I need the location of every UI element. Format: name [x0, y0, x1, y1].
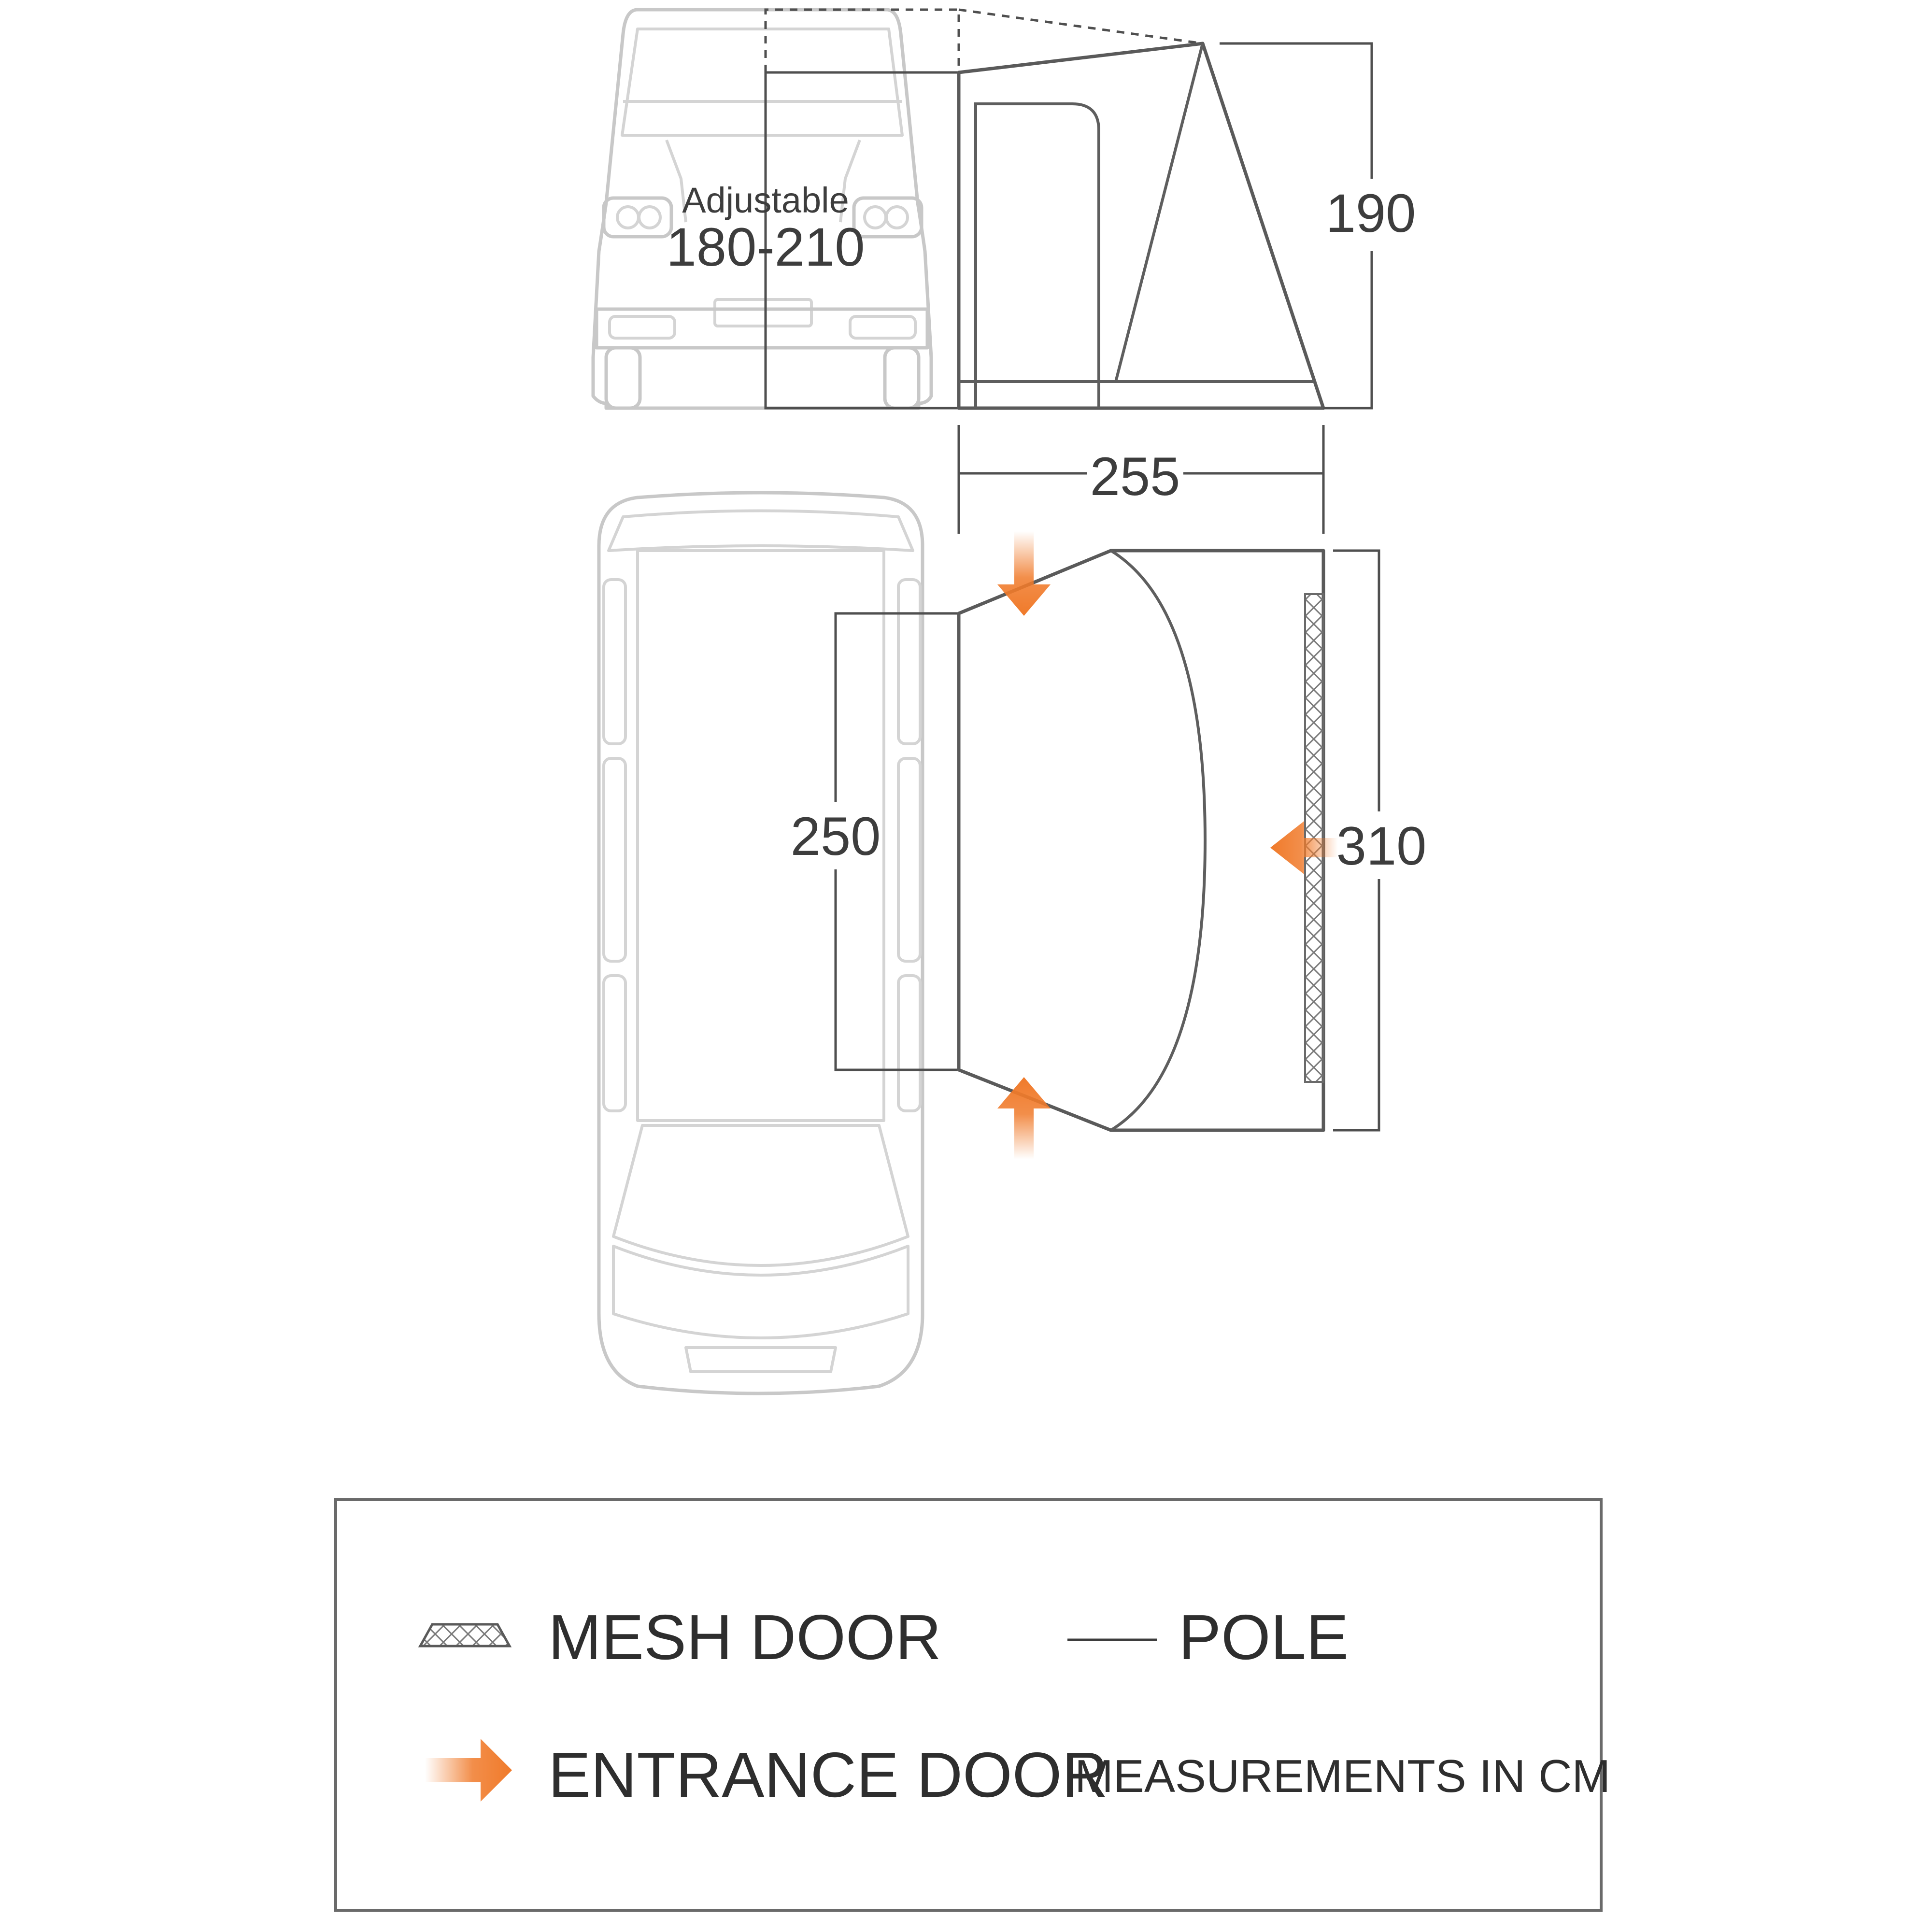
van-right-window-1 — [897, 578, 922, 745]
van-left-window-2 — [602, 757, 627, 963]
width-dimension-gap — [1087, 447, 1183, 500]
van-windscreen — [612, 1124, 909, 1267]
adjustable-height-dashed-top — [764, 8, 960, 72]
van-right-window-2 — [897, 757, 922, 963]
height-dimension-label: 190 — [1326, 183, 1416, 243]
van-right-window-3 — [897, 974, 922, 1112]
van-tailgate-line-left — [665, 139, 687, 223]
van-right-lamp-a — [863, 205, 887, 229]
inner-depth-label: 250 — [791, 806, 881, 867]
entrance-door-label: ENTRANCE DOOR — [548, 1739, 1108, 1810]
width-dimension-label: 255 — [1090, 446, 1180, 507]
legend: MESH DOOR POLE ENTRANCE DOOR MEASUREMENT… — [334, 1498, 1610, 1912]
van-right-wheel — [883, 346, 921, 410]
entrance-arrow-side — [1270, 821, 1338, 874]
adjustable-height-bracket — [764, 71, 959, 410]
van-number-plate — [713, 298, 813, 327]
van-left-lamp-a — [616, 205, 640, 229]
legend-box — [334, 1498, 1603, 1912]
floor-plan: 250 310 — [597, 491, 1427, 1395]
van-bonnet — [612, 1245, 909, 1339]
van-rear-view — [591, 8, 933, 410]
van-bumper-left-lamp — [608, 315, 676, 340]
van-top-body — [597, 491, 924, 1395]
van-rear-window — [621, 28, 904, 137]
mesh-door-icon — [418, 1623, 512, 1648]
van-left-lamp-b — [638, 205, 662, 229]
outer-depth-gap — [1343, 811, 1425, 879]
van-left-wheel — [604, 346, 642, 410]
van-tailgate-line-right — [839, 139, 861, 223]
side-view: 190 Adjustable 180-210 255 — [591, 8, 1416, 534]
height-dimension-gap — [1348, 179, 1401, 251]
mesh-door-icon-shape — [418, 1623, 512, 1648]
van-left-window-1 — [602, 578, 627, 745]
entrance-arrow-top — [997, 531, 1051, 616]
van-rear-spoiler — [607, 509, 914, 552]
van-right-lamp-b — [885, 205, 909, 229]
adjustable-range-label: 180-210 — [666, 217, 865, 277]
entrance-arrow-bottom — [997, 1077, 1051, 1159]
van-top-view — [597, 491, 924, 1395]
mesh-door-label: MESH DOOR — [548, 1602, 941, 1673]
tent-footprint — [957, 549, 1325, 1132]
tent-side-door-outline — [974, 102, 1100, 408]
pole-label: POLE — [1179, 1602, 1349, 1673]
inner-depth-gap — [792, 802, 879, 869]
units-note: MEASUREMENTS IN CM — [1075, 1750, 1610, 1802]
van-roof-panel — [636, 549, 885, 1122]
tent-side-pole — [1114, 43, 1204, 382]
outer-depth-label: 310 — [1336, 816, 1427, 876]
van-bumper-right-lamp — [849, 315, 917, 340]
roof-connection-dashed — [958, 8, 1203, 45]
tent-side-profile — [957, 42, 1325, 410]
tent-floor-pole — [1110, 549, 1207, 1132]
van-left-taillight — [602, 196, 673, 239]
van-grille — [684, 1346, 837, 1373]
entrance-door-icon — [425, 1739, 512, 1802]
van-bumper — [595, 307, 929, 350]
adjustable-label: Adjustable — [682, 180, 849, 220]
van-right-taillight — [852, 196, 923, 239]
van-left-window-3 — [602, 974, 627, 1112]
